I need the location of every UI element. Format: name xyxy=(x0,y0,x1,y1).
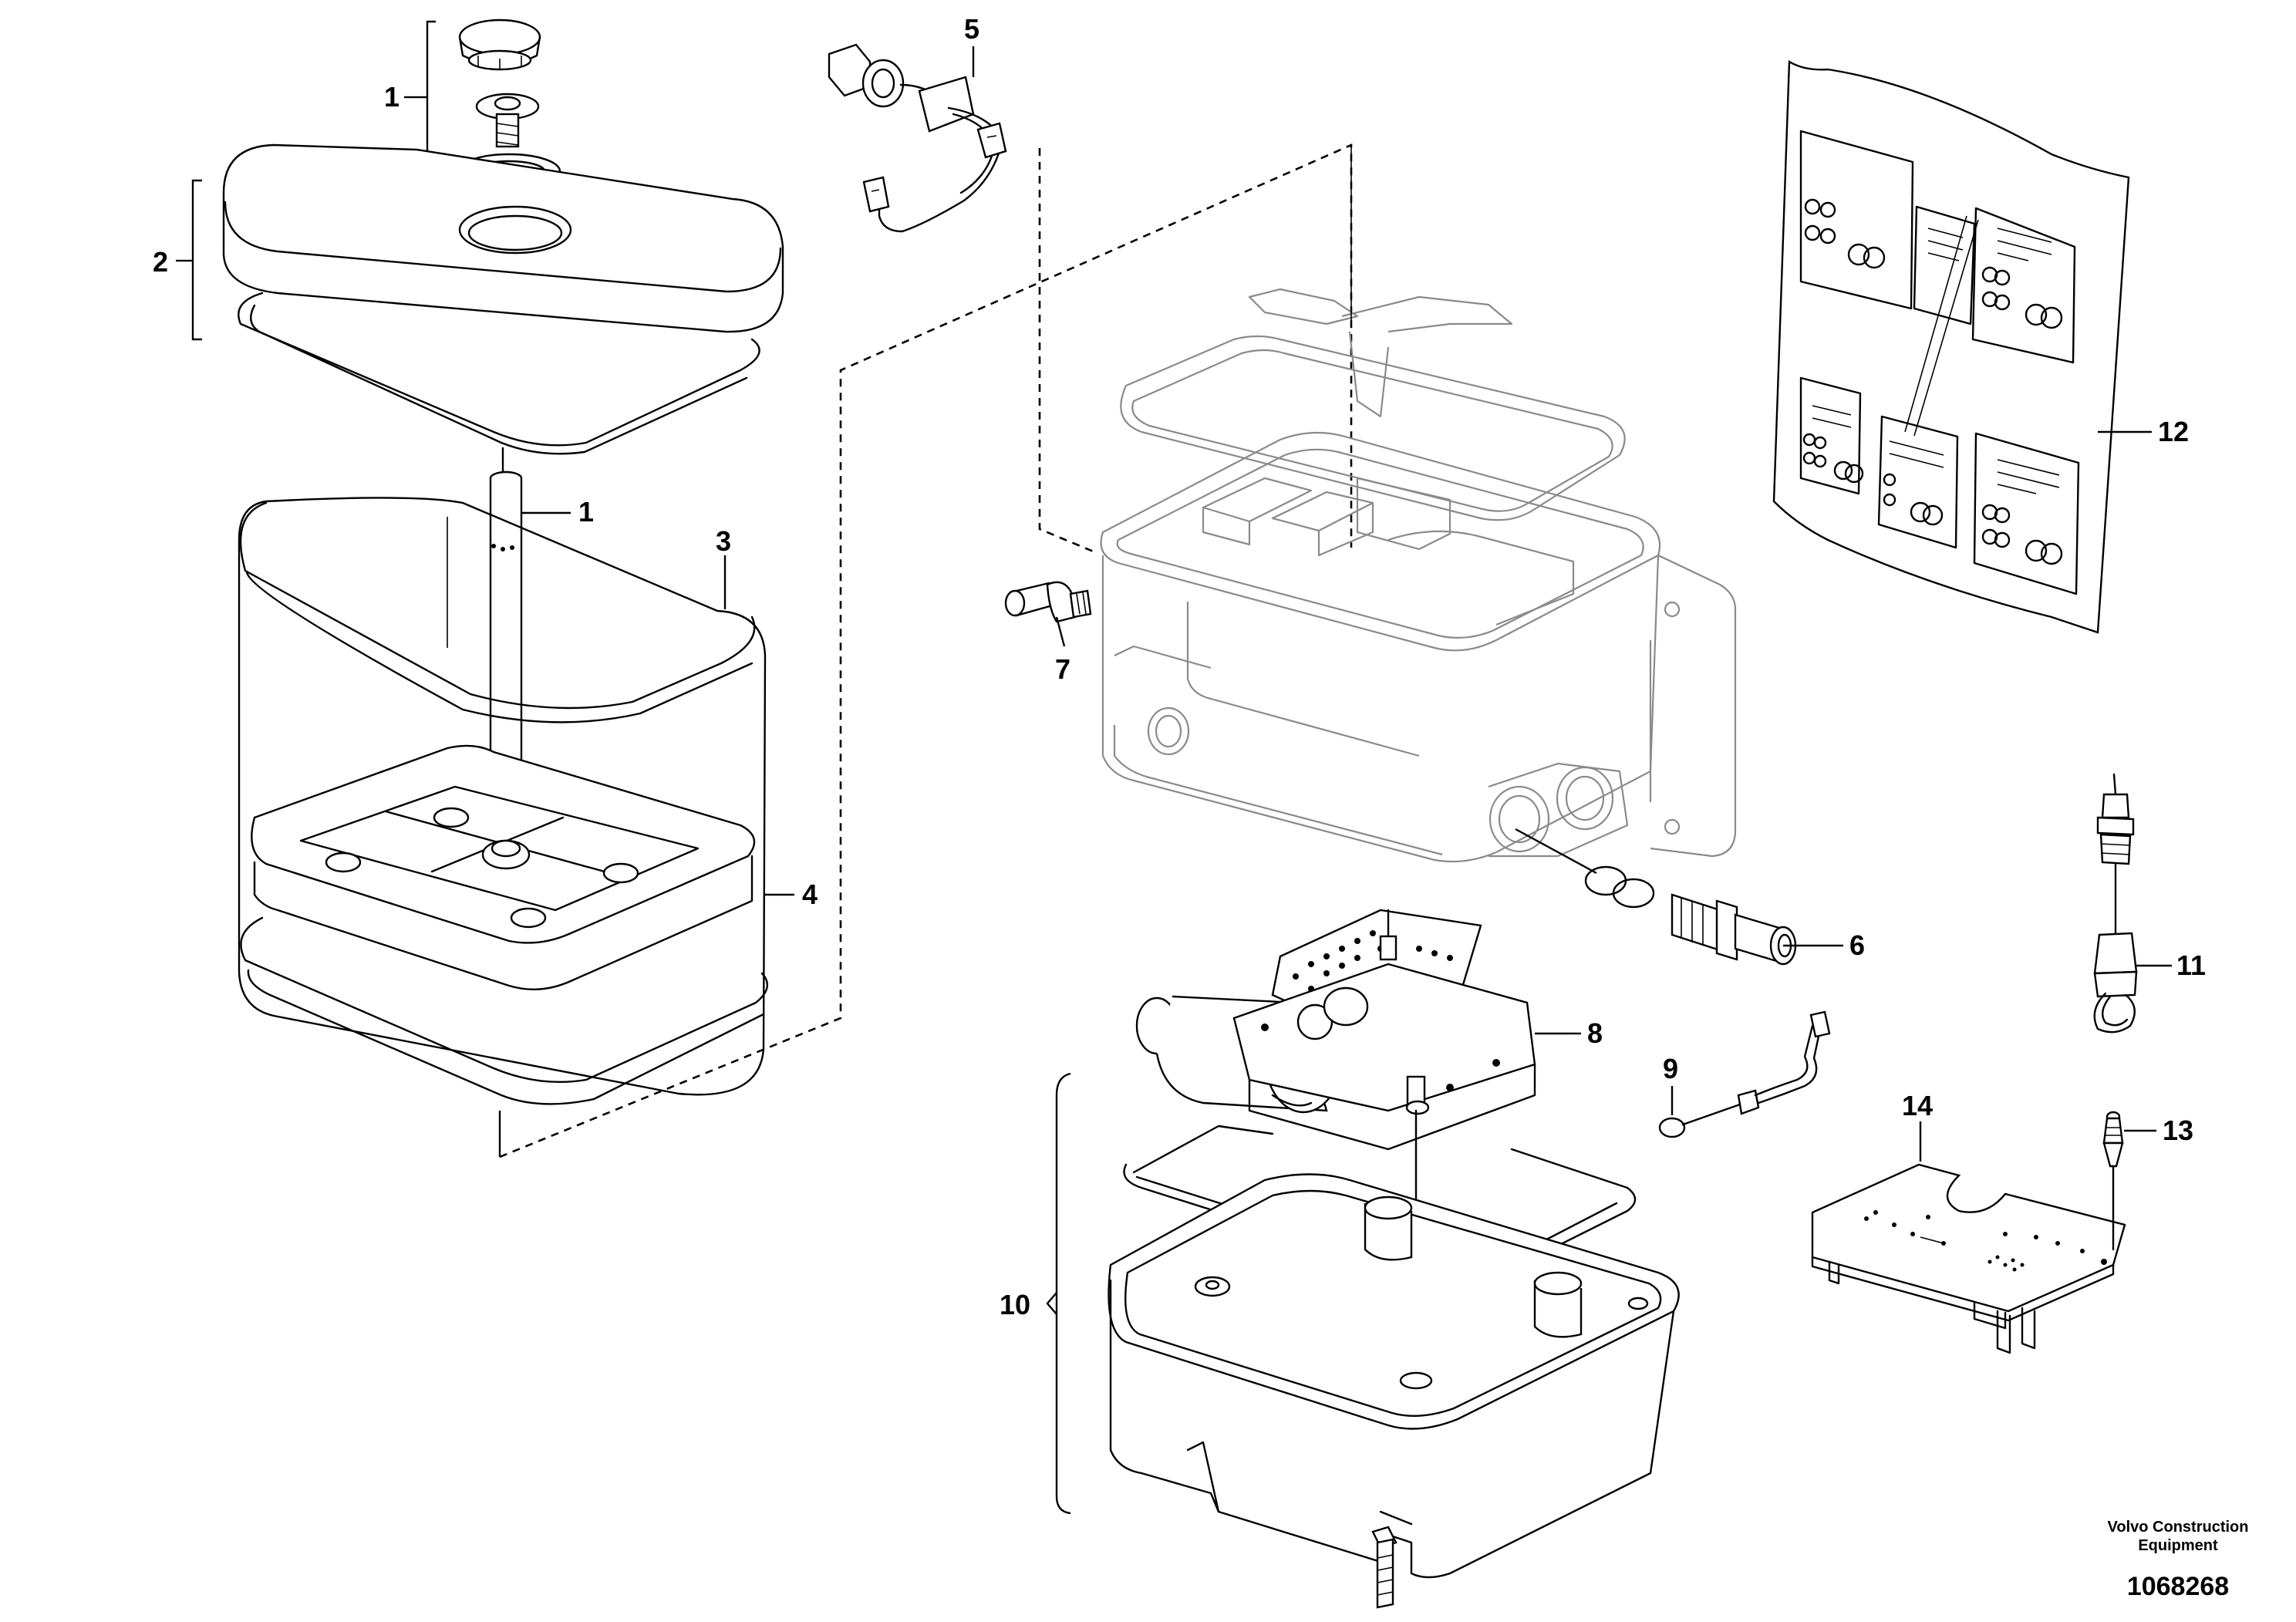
lid-gasket xyxy=(238,292,760,447)
contact-pin xyxy=(2102,1111,2156,1251)
elbow-fitting xyxy=(1004,581,1092,647)
wiring-harness xyxy=(828,43,1007,233)
callout-1-tube: 1 xyxy=(578,496,594,528)
reservoir-lid xyxy=(222,143,784,333)
callout-5: 5 xyxy=(964,13,979,45)
maker-name: Volvo Construction xyxy=(2108,1519,2249,1536)
callout-7: 7 xyxy=(1055,653,1070,685)
hose-nipple-fitting xyxy=(1515,828,1797,966)
callout-2: 2 xyxy=(153,246,168,278)
sensor-plug xyxy=(1658,1010,1831,1138)
filler-cap xyxy=(458,19,541,71)
callout-10: 10 xyxy=(1000,1289,1030,1320)
drawing-reference-number: 1068268 xyxy=(2127,1572,2229,1601)
instruction-panels xyxy=(1799,130,2080,595)
base-tray xyxy=(1046,1072,1680,1609)
callout-3: 3 xyxy=(716,525,731,557)
callouts: 1 2 1 3 4 5 6 7 8 9 10 11 12 13 14 xyxy=(153,13,2206,1320)
callout-4: 4 xyxy=(802,878,818,910)
callout-9: 9 xyxy=(1663,1053,1678,1084)
callout-6: 6 xyxy=(1849,929,1865,961)
maker-name-line2: Equipment xyxy=(2138,1537,2218,1554)
callout-13: 13 xyxy=(2163,1114,2193,1146)
motor-pump-unit xyxy=(1135,909,1573,1382)
footer: Volvo Construction Equipment 1068268 xyxy=(2108,1519,2249,1601)
pump-housing-outline xyxy=(1100,145,1737,863)
level-sensor xyxy=(2093,773,2172,1034)
filter-tray xyxy=(251,744,756,990)
reservoir-assembly xyxy=(182,19,1353,1158)
callout-8: 8 xyxy=(1587,1017,1603,1049)
callout-14: 14 xyxy=(1902,1090,1933,1121)
callout-1-top: 1 xyxy=(384,81,400,113)
instruction-sheet xyxy=(1772,59,2152,634)
leader-lines xyxy=(176,46,1843,1035)
transparent-tank xyxy=(238,497,767,1096)
tank-base-gasket xyxy=(240,916,769,1084)
callout-11: 11 xyxy=(2176,949,2206,981)
callout-12: 12 xyxy=(2158,416,2189,447)
circuit-board xyxy=(1811,1121,2126,1354)
